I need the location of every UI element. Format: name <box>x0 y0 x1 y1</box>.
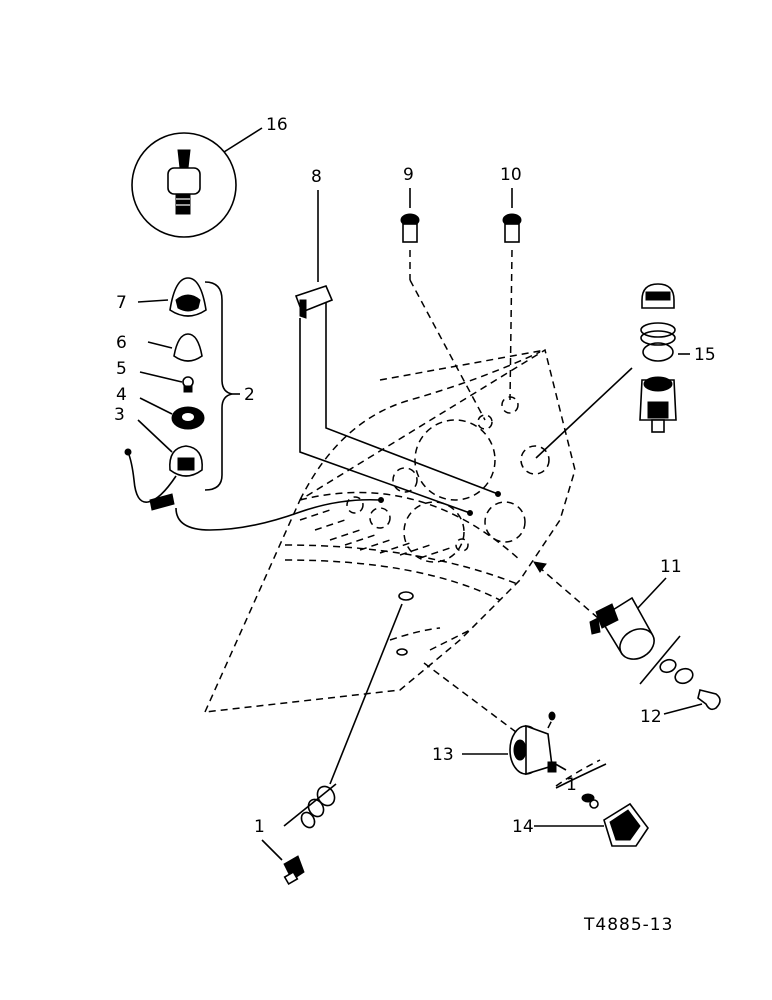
callout-7: 7 <box>116 293 127 313</box>
part-16-switch-detail: 16 <box>131 115 288 238</box>
part-15-gauge-stack: 15 <box>535 283 716 459</box>
callout-6: 6 <box>116 333 127 353</box>
part-14-nut: 14 <box>512 802 649 847</box>
part-9-plug: 9 <box>400 165 486 421</box>
callout-5: 5 <box>116 359 127 379</box>
part-13-tachometer: 13 1 <box>419 659 607 809</box>
figure-reference: T4885-13 <box>583 915 673 935</box>
part-2-lamp-assembly: 2 7 6 5 4 3 <box>114 277 381 531</box>
callout-4: 4 <box>116 385 127 405</box>
part-8-bracket: 8 <box>294 167 499 514</box>
callout-2: 2 <box>244 385 255 405</box>
callout-1: 1 <box>254 817 265 837</box>
callout-8: 8 <box>311 167 322 187</box>
part-1-sender: 1 <box>254 603 403 886</box>
callout-11: 11 <box>660 557 682 577</box>
callout-16: 16 <box>266 115 288 135</box>
callout-13: 13 <box>432 745 454 765</box>
part-11-gauge: 11 <box>533 557 694 685</box>
callout-12: 12 <box>640 707 662 727</box>
callout-10: 10 <box>500 165 522 185</box>
callout-15: 15 <box>694 345 716 365</box>
part-12-clip: 12 <box>640 689 721 727</box>
part-10-plug: 10 <box>500 165 522 401</box>
callout-3: 3 <box>114 405 125 425</box>
callout-13-detail: 1 <box>566 775 577 795</box>
callout-9: 9 <box>403 165 414 185</box>
instrument-panel <box>203 348 576 713</box>
callout-14: 14 <box>512 817 534 837</box>
